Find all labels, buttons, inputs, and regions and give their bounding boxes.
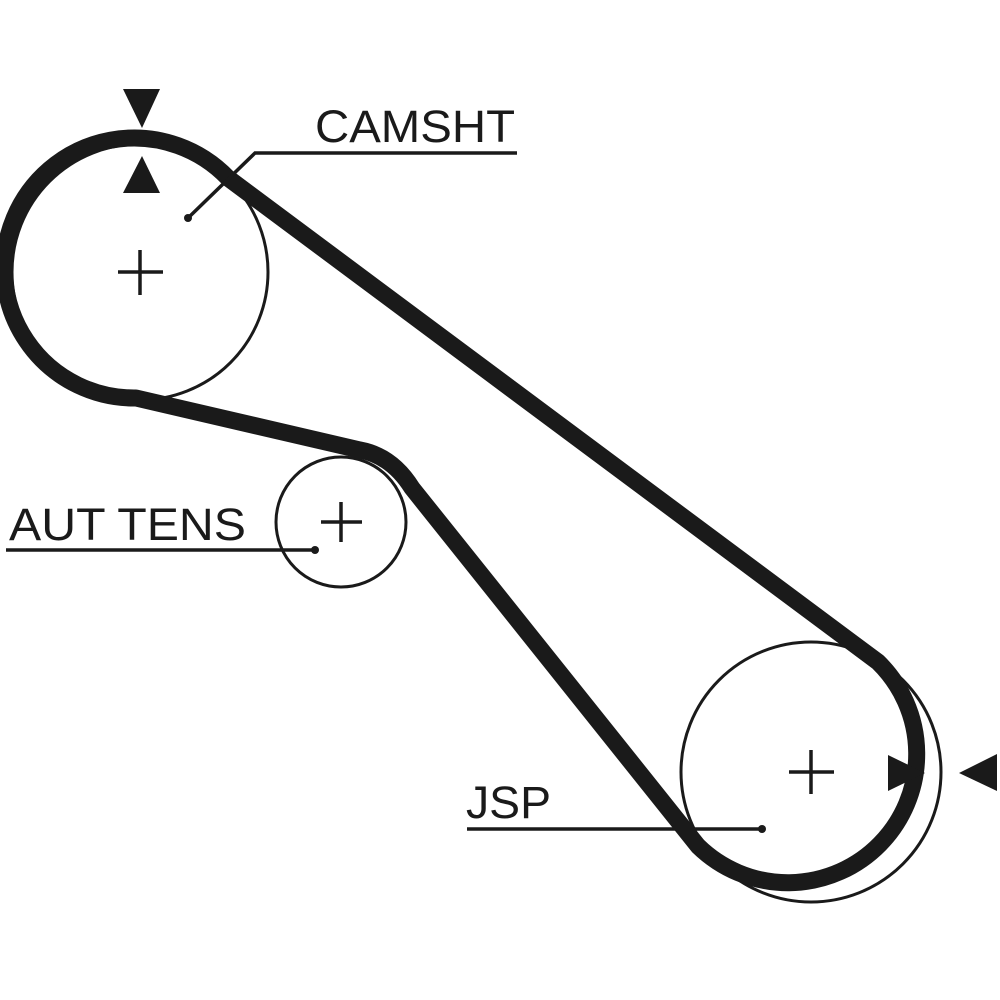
crankshaft-pulley (679, 640, 943, 904)
camshaft-label: CAMSHT (315, 101, 515, 152)
triangle-right-icon (888, 755, 925, 791)
tensioner-pulley (274, 455, 408, 589)
triangle-up-icon (123, 156, 160, 193)
triangle-down-icon (123, 89, 160, 128)
camshaft-leader-dot (184, 214, 192, 222)
triangle-left-icon (959, 754, 997, 791)
tensioner-leader-dot (311, 546, 319, 554)
tensioner-center-cross-icon (321, 502, 362, 542)
crankshaft-leader-dot (758, 825, 766, 833)
camshaft-center-cross-icon (118, 250, 163, 295)
crankshaft-label: JSP (466, 777, 551, 828)
timing-belt (0, 129, 926, 892)
tensioner-label: AUT TENS (9, 499, 246, 550)
camshaft-leader-line (186, 151, 517, 220)
crankshaft-center-cross-icon (789, 750, 834, 794)
